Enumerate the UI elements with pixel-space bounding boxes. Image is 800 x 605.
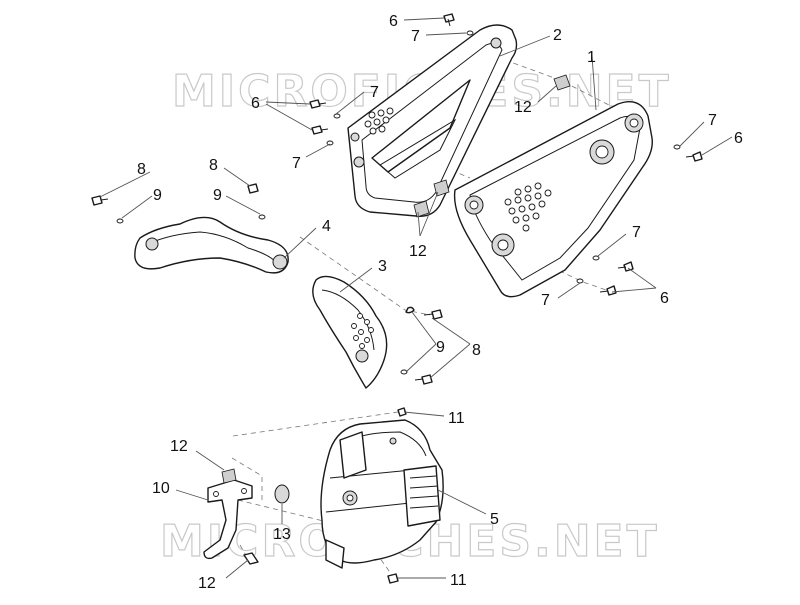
callout-9-mid: 9	[213, 187, 222, 204]
callout-7-left-b: 7	[292, 155, 301, 172]
callout-labels: 6 7 2 1 12 7 6 7 7 6 8 8 9 9 4 3 12 7 7 …	[137, 13, 743, 592]
part-2-frame-cover	[347, 24, 518, 217]
callout-6-top: 6	[389, 13, 398, 30]
part-10-bracket	[203, 468, 290, 565]
callout-8-mid: 8	[209, 157, 218, 174]
callout-11-top: 11	[448, 410, 465, 427]
part-1-side-panel	[453, 101, 653, 298]
callout-7-top: 7	[411, 28, 420, 45]
callout-7-left-a: 7	[370, 84, 379, 101]
callout-4: 4	[322, 218, 331, 235]
part-3-exhaust-shield	[312, 275, 443, 389]
fasteners-6-7	[309, 13, 703, 296]
part-5-engine-cover	[320, 407, 444, 584]
callout-9-left: 9	[153, 187, 162, 204]
callout-6-left: 6	[251, 95, 260, 112]
callout-13: 13	[273, 526, 291, 543]
callout-6-right-a: 6	[734, 130, 743, 147]
callout-12-top: 12	[514, 99, 532, 116]
callout-12-mid: 12	[409, 243, 427, 260]
callout-2: 2	[553, 27, 562, 44]
leader-lines	[99, 17, 733, 579]
callout-1: 1	[587, 49, 596, 66]
callout-7-right-b: 7	[632, 224, 641, 241]
callout-5: 5	[490, 511, 499, 528]
callout-12-bl: 12	[170, 438, 188, 455]
callout-8-left: 8	[137, 161, 146, 178]
callout-8-low: 8	[472, 342, 481, 359]
callout-3: 3	[378, 258, 387, 275]
part-4-heel-guard	[91, 183, 289, 274]
callout-6-right-b: 6	[660, 290, 669, 307]
callout-7-right-a: 7	[708, 112, 717, 129]
callout-7-low: 7	[541, 292, 550, 309]
callout-12-bottom: 12	[198, 575, 216, 592]
callout-10: 10	[152, 480, 170, 497]
callout-9-low: 9	[436, 339, 445, 356]
callout-11-bottom: 11	[450, 572, 467, 589]
